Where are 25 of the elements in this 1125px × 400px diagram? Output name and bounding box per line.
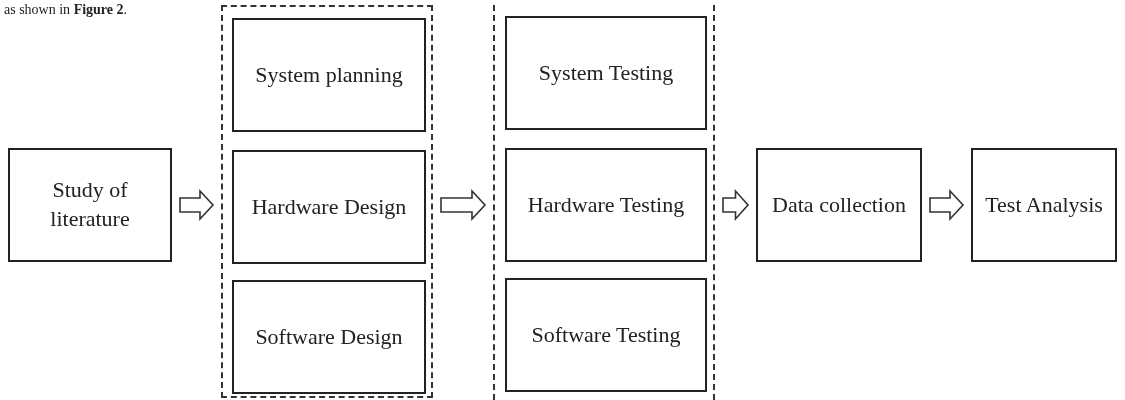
block-arrow [929, 188, 965, 222]
process-box [232, 150, 426, 264]
box-label: Hardware Testing [526, 190, 686, 219]
box-label: Test Analysis [984, 190, 1104, 219]
box-label: System planning [254, 60, 404, 89]
process-box [505, 278, 707, 392]
process-box [756, 148, 922, 262]
process-box [971, 148, 1117, 262]
box-label: System Testing [537, 58, 675, 87]
dashed-group-frame [221, 5, 433, 398]
box-label: Software Design [254, 322, 404, 351]
process-box [505, 148, 707, 262]
box-label: Software Testing [530, 320, 682, 349]
block-arrow [179, 188, 215, 222]
process-box [505, 16, 707, 130]
process-box [8, 148, 172, 262]
dashed-group-frame [493, 5, 715, 400]
block-arrow [440, 188, 487, 222]
block-arrow [722, 188, 750, 222]
process-box [232, 280, 426, 394]
box-label: Data collection [771, 190, 907, 219]
caption-text: as shown in Figure 2. [4, 2, 128, 18]
box-label: Study of literature [49, 176, 131, 233]
process-box [232, 18, 426, 132]
box-label: Hardware Design [250, 192, 408, 221]
